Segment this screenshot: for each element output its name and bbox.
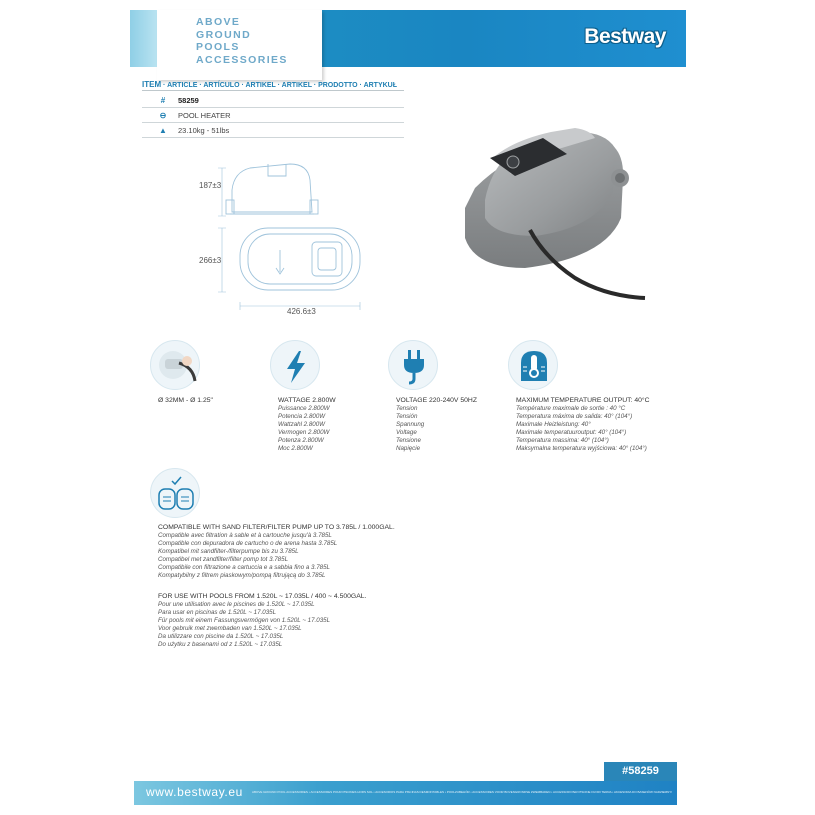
temperature-translation: Maksymalna temperatura wyjściowa: 40° (1… bbox=[516, 445, 647, 452]
technical-drawing bbox=[218, 163, 361, 310]
product-type: POOL HEATER bbox=[178, 111, 231, 120]
temperature-translation: Température maximale de sortie : 40 °C bbox=[516, 405, 626, 412]
voltage-title: VOLTAGE 220-240V 50HZ bbox=[396, 397, 477, 404]
wattage-translation: Potenza 2.800W bbox=[278, 437, 324, 444]
temperature-title: MAXIMUM TEMPERATURE OUTPUT: 40°C bbox=[516, 397, 650, 404]
dimension-lines bbox=[218, 167, 361, 310]
voltage-translation: Spannung bbox=[396, 421, 425, 428]
voltage-translation: Tensión bbox=[396, 413, 418, 420]
pool-compat-translation: Voor gebruik met zwembaden van 1.520L ~ … bbox=[158, 625, 302, 632]
website-link[interactable]: www.bestway.eu bbox=[146, 785, 243, 799]
header-accent bbox=[130, 10, 157, 67]
weight-icon: ▲ bbox=[159, 126, 167, 135]
pool-compat-translation: Para usar en piscinas de 1.520L ~ 17.035… bbox=[158, 609, 277, 616]
pump-compat-translation: Kompatybilny z filtrem piaskowym/pompą f… bbox=[158, 572, 326, 579]
wattage-title: WATTAGE 2.800W bbox=[278, 397, 336, 404]
category-line: ABOVE bbox=[196, 16, 241, 28]
product-weight: 23.10kg - 51lbs bbox=[178, 126, 230, 135]
category-card: ABOVE GROUND POOLS ACCESSORIES bbox=[157, 10, 322, 80]
temperature-translation: Maximale temperatuuroutput: 40° (104°) bbox=[516, 429, 627, 436]
thermometer-icon bbox=[521, 351, 547, 381]
item-label: ITEM bbox=[142, 80, 162, 89]
category-line: ACCESSORIES bbox=[196, 53, 288, 66]
hash-icon: # bbox=[160, 96, 166, 105]
dimension-height: 187±3 bbox=[199, 181, 222, 190]
voltage-translation: Tension bbox=[396, 405, 418, 412]
voltage-text: VOLTAGE 220-240V 50HZ Tension Tensión Sp… bbox=[396, 397, 477, 453]
product-image bbox=[465, 128, 646, 300]
wattage-translation: Moc 2.800W bbox=[278, 445, 313, 452]
pool-compat-translation: Do użytku z basenami od z 1.520L ~ 17.03… bbox=[158, 641, 283, 648]
category-line: GROUND bbox=[196, 28, 252, 41]
temperature-translation: Temperatura máxima de salida: 40° (104°) bbox=[516, 413, 633, 420]
voltage-feature bbox=[388, 340, 438, 390]
pump-compat-translation: Compatibile con filtrazione a cartuccia … bbox=[158, 564, 330, 571]
wattage-translation: Vermogen 2.800W bbox=[278, 429, 330, 436]
temperature-text: MAXIMUM TEMPERATURE OUTPUT: 40°C Tempéra… bbox=[516, 397, 650, 453]
category-line: POOLS bbox=[196, 41, 240, 53]
voltage-translation: Napięcie bbox=[396, 445, 421, 452]
lightning-bolt-icon bbox=[287, 351, 305, 383]
connection-title: Ø 32MM - Ø 1.25" bbox=[158, 397, 213, 404]
pump-compat-title: COMPATIBLE WITH SAND FILTER/FILTER PUMP … bbox=[158, 524, 395, 531]
header-banner: ABOVE GROUND POOLS ACCESSORIES Bestway bbox=[130, 10, 686, 80]
footer-fine-print: ABOVE GROUND POOL ACCESSORIES • ACCESSOI… bbox=[252, 790, 672, 794]
connection-text: Ø 32MM - Ø 1.25" bbox=[158, 397, 213, 405]
spec-row-article: # 58259 bbox=[142, 95, 404, 108]
voltage-translation: Tensione bbox=[396, 437, 421, 444]
temperature-feature bbox=[508, 340, 558, 390]
compatibility-feature bbox=[150, 468, 200, 518]
article-number: 58259 bbox=[178, 96, 199, 105]
voltage-translation: Voltage bbox=[396, 429, 417, 436]
temperature-translation: Maximale Heizleistung: 40° bbox=[516, 421, 591, 428]
pool-compat-translation: Für pools mit einem Fassungsvermögen von… bbox=[158, 617, 331, 624]
footer-bar: www.bestway.eu ABOVE GROUND POOL ACCESSO… bbox=[134, 781, 677, 805]
pool-compat-title: FOR USE WITH POOLS FROM 1.520L ~ 17.035L… bbox=[158, 593, 367, 600]
wattage-text: WATTAGE 2.800W Puissance 2.800W Potencia… bbox=[278, 397, 336, 453]
wattage-translation: Wattzahl 2.800W bbox=[278, 421, 326, 428]
bestway-logo: Bestway bbox=[584, 25, 666, 48]
dimension-width: 426.6±3 bbox=[287, 307, 316, 316]
connection-feature bbox=[150, 340, 200, 390]
product-type-icon: ⊖ bbox=[159, 111, 167, 120]
pump-compat-translation: Compatibel met zandfilter/filter pomp to… bbox=[158, 556, 289, 563]
power-plug-icon bbox=[404, 350, 424, 385]
top-view-drawing bbox=[239, 227, 361, 291]
temperature-translation: Temperatura massima: 40° (104°) bbox=[516, 437, 609, 444]
dimension-depth: 266±3 bbox=[199, 256, 222, 265]
spec-row-type: ⊖ POOL HEATER bbox=[142, 110, 404, 123]
pool-compat-translation: Da utilizzare con piscine da 1.520L ~ 17… bbox=[158, 633, 284, 640]
wattage-feature bbox=[270, 340, 320, 390]
wattage-translation: Puissance 2.800W bbox=[278, 405, 330, 412]
item-languages: · ARTICLE · ARTÍCULO · ARTIKEL · ARTIKEL… bbox=[161, 82, 398, 89]
filter-pump-icon bbox=[158, 476, 194, 510]
pump-compat-translation: Kompatibel mit sandfilter-/filterpumpe b… bbox=[158, 548, 299, 555]
side-view-drawing bbox=[225, 163, 319, 215]
wattage-translation: Potencia 2.800W bbox=[278, 413, 326, 420]
pool-compat-translation: Pour une utilisation avec le piscines de… bbox=[158, 601, 315, 608]
hose-connection-icon bbox=[159, 351, 197, 382]
item-badge: #58259 bbox=[604, 762, 677, 781]
pool-compatibility: FOR USE WITH POOLS FROM 1.520L ~ 17.035L… bbox=[158, 593, 366, 649]
pump-compatibility: COMPATIBLE WITH SAND FILTER/FILTER PUMP … bbox=[158, 524, 395, 580]
pump-compat-translation: Compatible con depuradora de cartucho o … bbox=[158, 540, 338, 547]
item-header: ITEM · ARTICLE · ARTÍCULO · ARTIKEL · AR… bbox=[142, 79, 404, 91]
spec-row-weight: ▲ 23.10kg - 51lbs bbox=[142, 125, 404, 138]
pump-compat-translation: Compatible avec filtration à sable et à … bbox=[158, 532, 332, 539]
